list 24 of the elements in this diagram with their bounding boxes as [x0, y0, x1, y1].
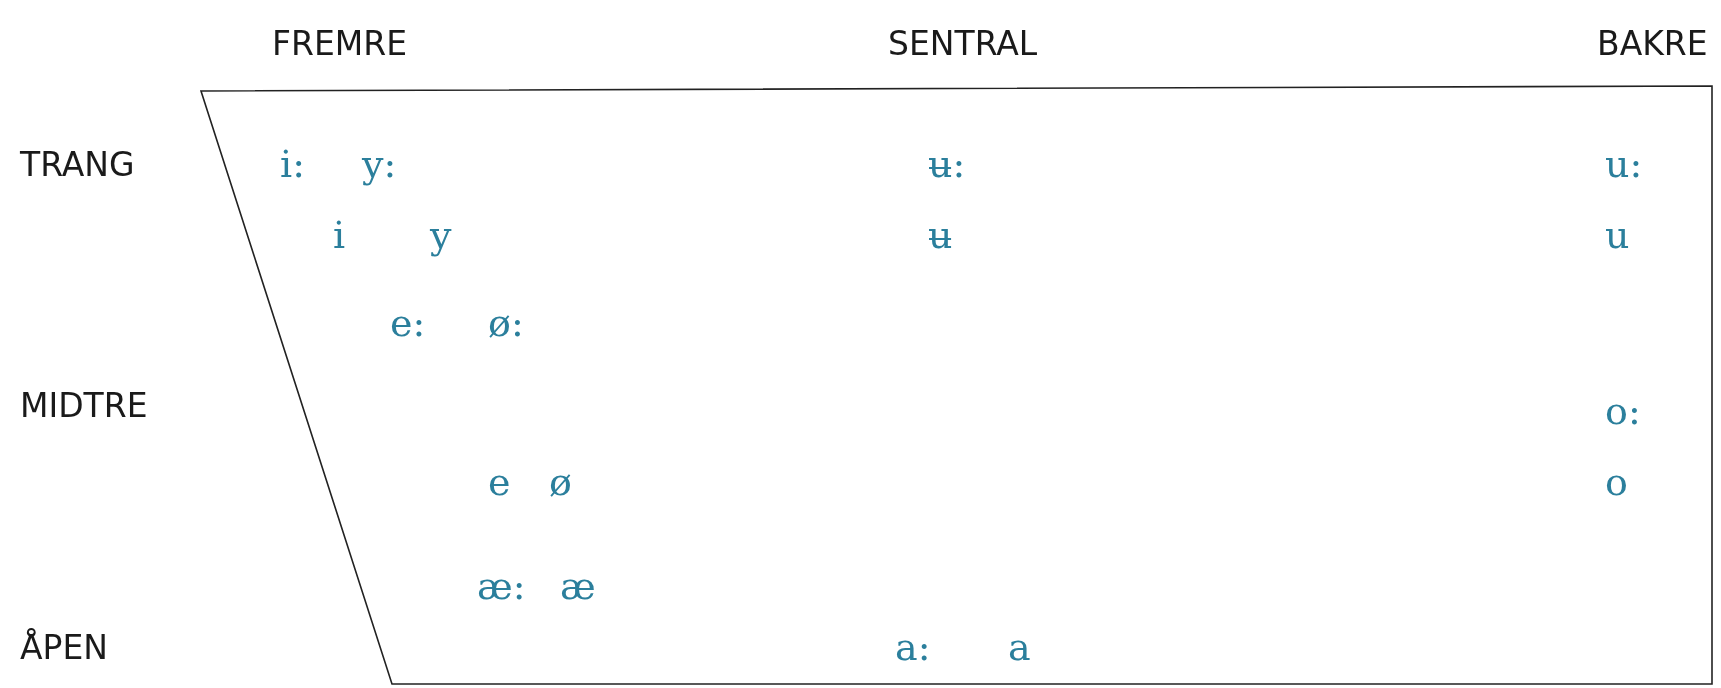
vowel-symbol: i: [280, 144, 305, 186]
vowel-symbol: a: [895, 627, 931, 669]
vowel-symbol: a [1008, 627, 1031, 669]
vowel-symbol: y [430, 215, 452, 257]
axis-label: SENTRAL [888, 25, 1038, 63]
axis-label: FREMRE [272, 25, 407, 63]
axis-label: TRANG [20, 146, 135, 184]
vowel-symbol: y: [362, 144, 397, 186]
vowel-symbol: o [1605, 462, 1628, 504]
vowel-symbol: e [488, 462, 511, 504]
vowel-symbol: ʉ: [928, 144, 966, 186]
vowel-symbol: æ [560, 566, 596, 608]
vowel-symbol: e: [390, 303, 426, 345]
vowel-symbol: ø [549, 462, 572, 504]
vowel-symbol: o: [1605, 391, 1641, 433]
vowel-symbol: u [1605, 215, 1630, 257]
vowel-symbol: æ: [477, 566, 526, 608]
vowel-symbol: u: [1605, 144, 1643, 186]
axis-label: ÅPEN [20, 629, 108, 667]
axis-label: BAKRE [1597, 25, 1708, 63]
vowel-symbol: ø: [488, 303, 524, 345]
vowel-symbol: ʉ [928, 215, 953, 257]
vowel-symbol: i [333, 215, 346, 257]
axis-label: MIDTRE [20, 387, 148, 425]
